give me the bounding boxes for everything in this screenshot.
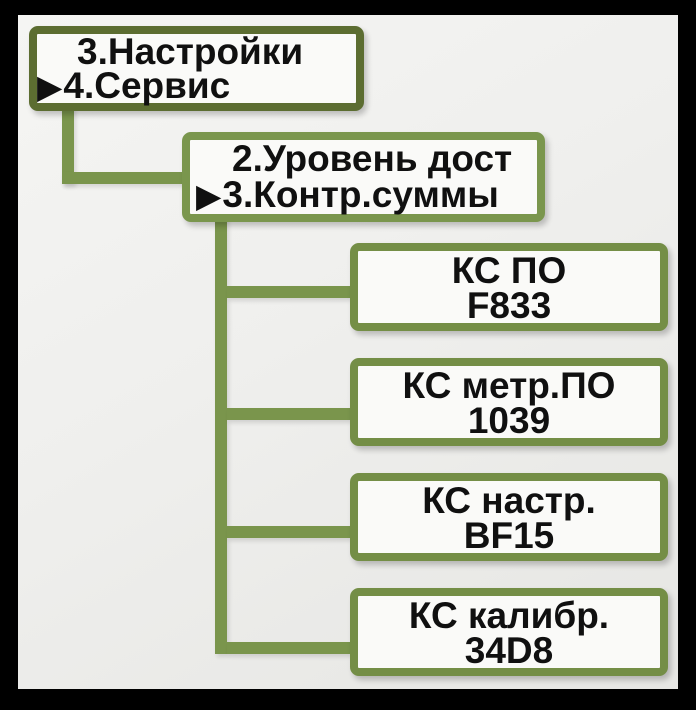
checksum-box-ks-nastr: КС настр. BF15 bbox=[350, 473, 668, 561]
cursor-arrow-icon: ▶ bbox=[37, 67, 64, 106]
connector-branch-ks-nastr bbox=[227, 526, 350, 538]
connector-root-to-child-horizontal bbox=[62, 172, 183, 184]
connector-branch-ks-po bbox=[227, 286, 350, 298]
connector-branch-ks-metr-po bbox=[227, 408, 350, 420]
menu-item-settings: 3.Настройки bbox=[77, 31, 304, 72]
checksum-value: 34D8 bbox=[464, 630, 554, 671]
checksum-label: КС метр.ПО bbox=[402, 365, 616, 406]
menu-item-service: ▶4.Сервис bbox=[37, 67, 356, 106]
checksum-box-ks-po: КС ПО F833 bbox=[350, 243, 668, 331]
menu-box-access-checksums: 2.Уровень дост ▶3.Контр.суммы bbox=[182, 132, 545, 222]
checksum-label: КС ПО bbox=[451, 250, 567, 291]
checksum-box-ks-metr-po: КС метр.ПО 1039 bbox=[350, 358, 668, 446]
menu-item-service-label: 4.Сервис bbox=[63, 65, 231, 106]
diagram-background bbox=[18, 15, 678, 689]
connector-branch-ks-kalibr bbox=[227, 642, 350, 654]
menu-item-access-level: 2.Уровень дост bbox=[232, 138, 513, 179]
checksum-box-ks-kalibr: КС калибр. 34D8 bbox=[350, 588, 668, 676]
checksum-value: 1039 bbox=[467, 400, 551, 441]
cursor-arrow-icon: ▶ bbox=[196, 176, 223, 215]
menu-box-settings-service: 3.Настройки ▶4.Сервис bbox=[29, 26, 364, 111]
checksum-value: BF15 bbox=[463, 515, 555, 556]
menu-item-checksums-label: 3.Контр.суммы bbox=[222, 174, 499, 215]
checksum-label: КС настр. bbox=[422, 480, 596, 521]
menu-item-checksums: ▶3.Контр.суммы bbox=[196, 174, 537, 215]
connector-child-trunk bbox=[215, 214, 227, 654]
connector-root-to-child-vertical bbox=[62, 106, 74, 184]
checksum-value: F833 bbox=[466, 285, 552, 326]
checksum-label: КС калибр. bbox=[408, 595, 610, 636]
